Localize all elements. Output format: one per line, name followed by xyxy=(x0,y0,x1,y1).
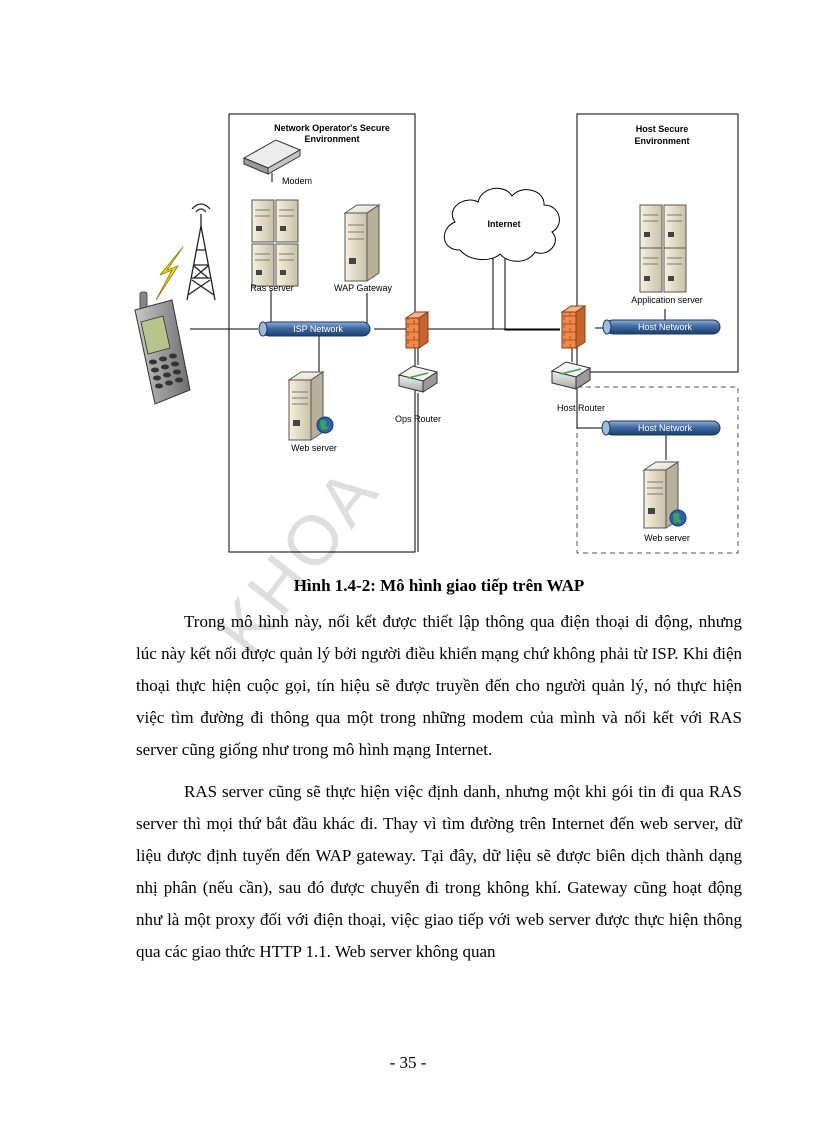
page-number: - 35 - xyxy=(389,1053,427,1072)
internet-cloud-icon xyxy=(443,187,560,262)
globe-icon xyxy=(669,509,687,527)
wap-gateway-label: WAP Gateway xyxy=(334,283,393,293)
isp-network-pipe xyxy=(258,321,371,337)
web-server-right-label: Web server xyxy=(644,533,690,543)
modem-icon xyxy=(242,139,302,175)
body-text: Trong mô hình này, nối kết được thiết lậ… xyxy=(136,606,742,968)
host-environment-title-line1: Host Secure xyxy=(636,124,689,134)
host-network-top-pipe xyxy=(602,319,721,335)
host-network-bottom-label: Host Network xyxy=(638,423,693,433)
globe-icon xyxy=(316,416,334,434)
host-dmz-box xyxy=(576,386,739,554)
firewall-right-icon xyxy=(560,305,587,349)
host-environment-box xyxy=(576,113,739,373)
isp-network-label: ISP Network xyxy=(293,324,343,334)
ops-environment-title-line1: Network Operator's Secure xyxy=(274,123,390,133)
firewall-left-icon xyxy=(404,311,430,349)
internet-label: Internet xyxy=(487,219,520,229)
modem-label: Modem xyxy=(282,176,312,186)
application-server-icon xyxy=(639,204,687,293)
cell-tower-icon xyxy=(186,203,216,301)
wap-gateway-server-icon xyxy=(343,204,381,282)
mobile-phone-icon xyxy=(134,291,191,405)
ras-server-label: Ras server xyxy=(250,283,294,293)
wap-network-diagram: Network Operator's Secure Environment Ho… xyxy=(134,113,739,554)
ops-environment-title-line2: Environment xyxy=(304,134,359,144)
lightning-icon xyxy=(155,246,184,301)
host-router-icon xyxy=(550,361,592,390)
host-network-bottom-pipe xyxy=(601,420,721,436)
paragraph-1: Trong mô hình này, nối kết được thiết lậ… xyxy=(136,612,742,759)
ops-router-label: Ops Router xyxy=(395,414,441,424)
paragraph-2: RAS server cũng sẽ thực hiện việc định d… xyxy=(136,782,742,961)
host-environment-title-line2: Environment xyxy=(634,136,689,146)
ops-router-icon xyxy=(397,365,439,393)
figure-caption: Hình 1.4-2: Mô hình giao tiếp trên WAP xyxy=(293,576,585,595)
host-network-top-label: Host Network xyxy=(638,322,693,332)
web-server-right-icon xyxy=(642,461,680,529)
web-server-left-label: Web server xyxy=(291,443,337,453)
host-router-label: Host Router xyxy=(557,403,605,413)
web-server-left-icon xyxy=(287,371,325,441)
application-server-label: Application server xyxy=(631,295,703,305)
ras-server-icon xyxy=(251,199,299,287)
